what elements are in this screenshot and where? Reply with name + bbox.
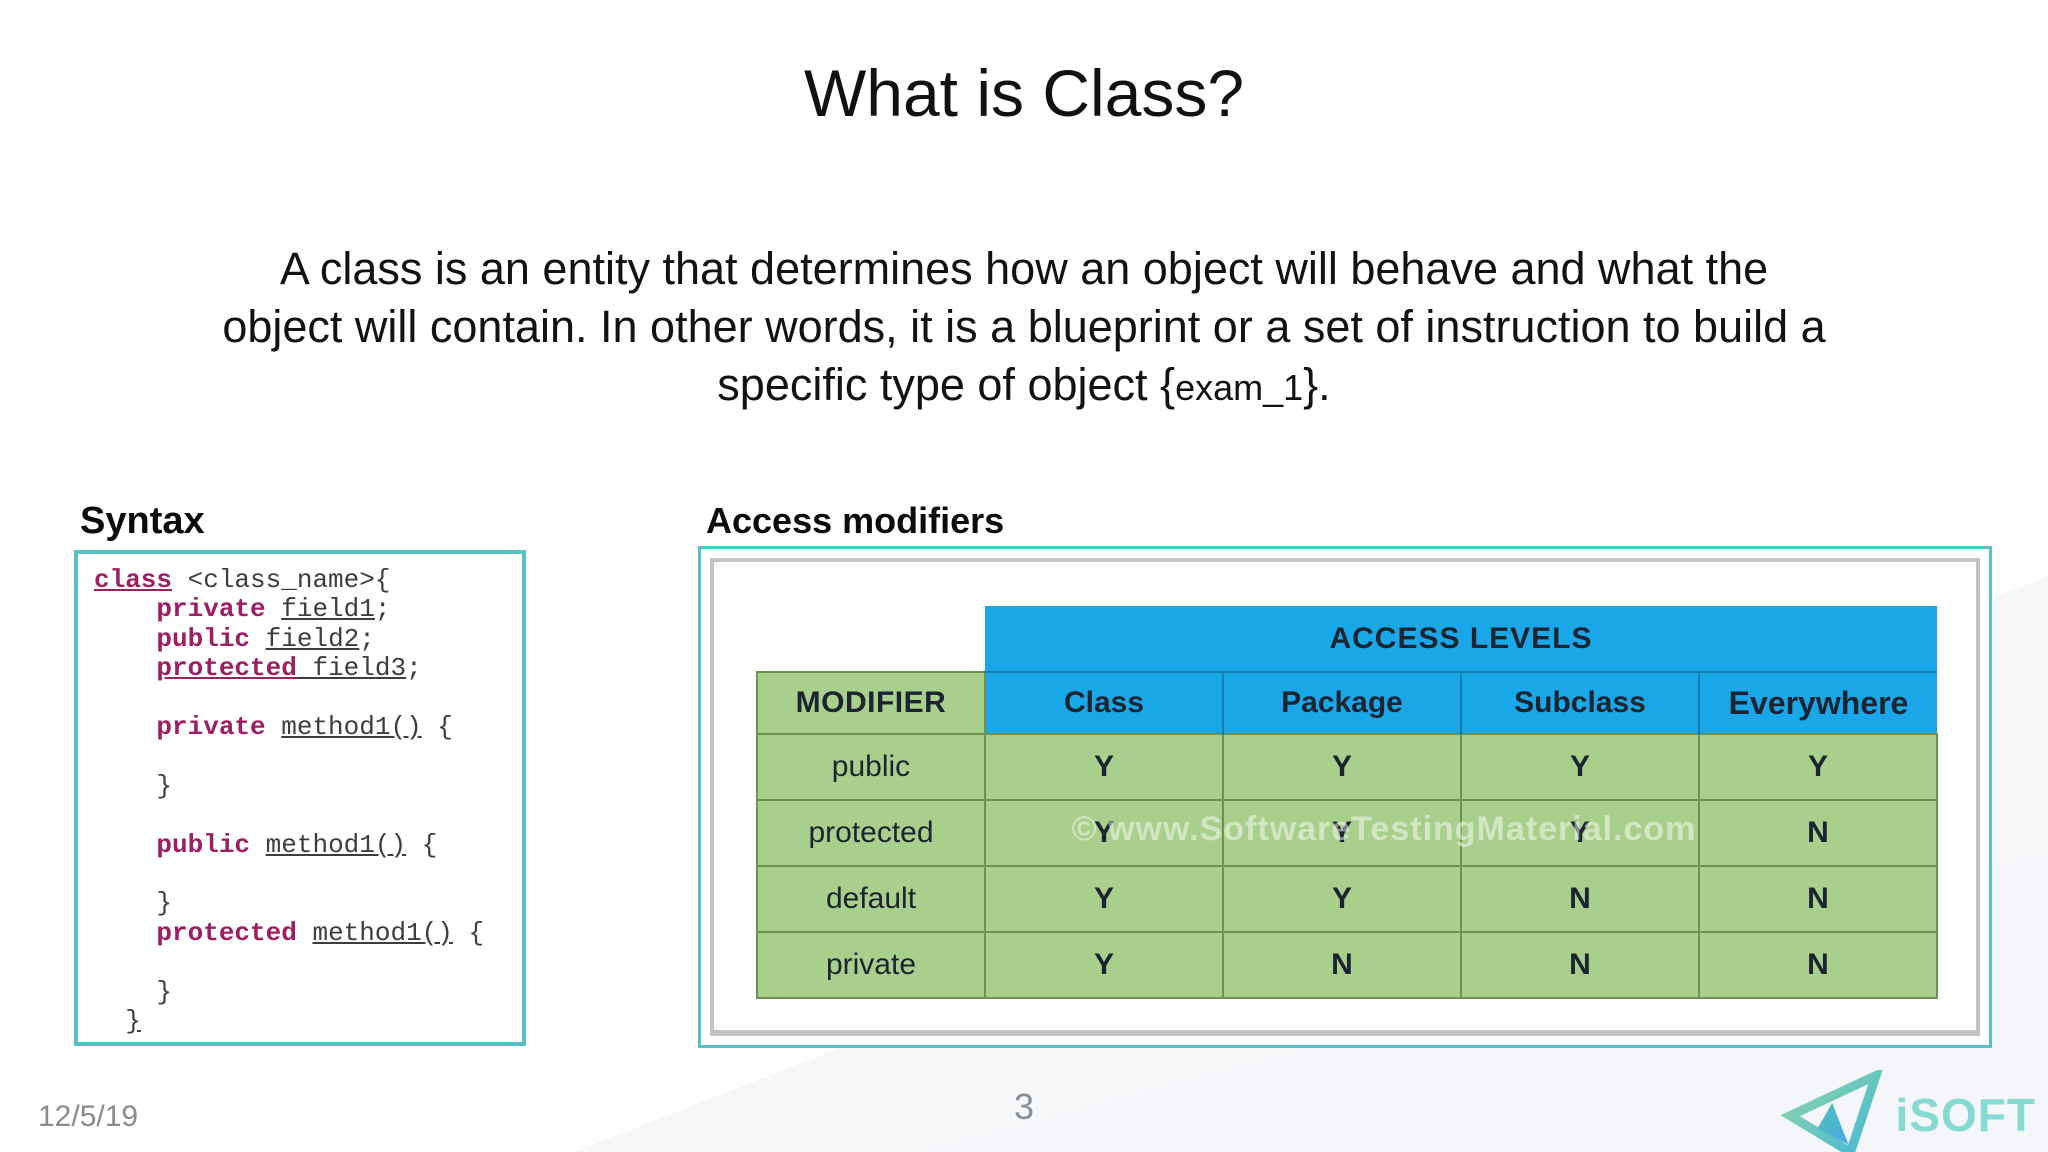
code-text (94, 594, 156, 624)
code-text: ; (406, 653, 422, 684)
access-value-cell: N (1698, 865, 1938, 933)
code-keyword: private (156, 594, 266, 625)
access-value-cell: Y (984, 865, 1224, 933)
code-text: field2 (265, 623, 360, 654)
code-text: ; (374, 594, 391, 625)
access-value-cell: Y (1222, 799, 1462, 867)
paragraph-line: A class is an entity that determines how… (279, 243, 1769, 294)
access-value-cell: N (1698, 799, 1938, 867)
code-keyword: class (94, 565, 173, 595)
code-text (94, 624, 156, 654)
code-keyword: protected (156, 917, 297, 948)
template-placeholder: exam_1 (1175, 367, 1304, 408)
code-line: private method1() { (94, 712, 514, 743)
access-value-cell: Y (1222, 733, 1462, 801)
code-line (94, 801, 514, 830)
column-header-cell: Package (1222, 672, 1461, 734)
code-line: } (94, 976, 514, 1007)
column-header-cell: Subclass (1460, 672, 1699, 734)
code-text (94, 918, 156, 948)
paragraph-text: specific type of object { (717, 359, 1176, 410)
code-text: } (94, 888, 173, 919)
access-value-cell: N (1222, 931, 1462, 999)
intro-paragraph: A class is an entity that determines how… (64, 240, 1984, 417)
syntax-heading: Syntax (80, 500, 205, 542)
code-line: } (94, 770, 514, 801)
code-text: } (94, 770, 173, 801)
paragraph-text: }. (1303, 359, 1331, 410)
column-header-cell: Class (985, 672, 1223, 734)
row-label-cell: public (756, 733, 986, 801)
code-text: <class_name>{ (172, 565, 391, 595)
row-label-cell: private (756, 931, 986, 999)
access-modifiers-heading: Access modifiers (706, 500, 1005, 541)
code-keyword: public (156, 623, 251, 654)
logo-triangle-icon (1778, 1066, 1890, 1152)
isoft-logo: iSOFT (1778, 1066, 2036, 1152)
code-text (297, 918, 313, 948)
access-value-cell: Y (984, 931, 1224, 999)
row-label-cell: default (756, 865, 986, 933)
access-value-cell: Y (1460, 733, 1700, 801)
code-text: { (452, 917, 485, 948)
code-keyword: protected (156, 653, 297, 684)
access-levels-header-cell: ACCESS LEVELS (985, 606, 1937, 673)
code-text: field3 (296, 653, 407, 684)
code-text (266, 712, 282, 742)
code-text: } (125, 1006, 141, 1037)
slide-title: What is Class? (803, 56, 1245, 130)
code-text (94, 712, 156, 742)
access-value-cell: Y (984, 733, 1224, 801)
column-header-cell: Everywhere (1698, 672, 1937, 734)
code-text: method1() (312, 917, 453, 948)
code-line (94, 948, 514, 977)
access-value-cell: Y (1222, 865, 1462, 933)
syntax-code-box: class <class_name>{ private field1; publ… (74, 550, 526, 1046)
footer-date: 12/5/19 (38, 1100, 139, 1133)
access-value-cell: N (1460, 931, 1700, 999)
code-keyword: public (156, 829, 251, 860)
code-line: } (94, 1006, 514, 1037)
modifier-header-cell: MODIFIER (756, 671, 986, 735)
code-text: { (406, 829, 438, 860)
code-line: protected method1() { (94, 917, 514, 948)
code-line: private field1; (94, 595, 514, 624)
access-value-cell: N (1698, 931, 1938, 999)
code-line: public method1() { (94, 829, 514, 860)
code-text (250, 624, 266, 654)
code-line (94, 684, 514, 713)
code-line (94, 742, 514, 771)
code-text (266, 594, 282, 624)
code-text (94, 1006, 125, 1036)
code-text (250, 830, 266, 860)
access-value-cell: Y (1698, 733, 1938, 801)
access-value-cell: Y (1460, 799, 1700, 867)
access-value-cell: Y (984, 799, 1224, 867)
code-text: method1() (265, 829, 407, 860)
code-text (94, 653, 156, 683)
code-text: } (94, 976, 173, 1007)
code-line: class <class_name>{ (94, 565, 514, 595)
code-text: method1() (281, 712, 422, 743)
logo-text: iSOFT (1895, 1088, 2036, 1141)
code-line: protected field3; (94, 654, 514, 683)
code-text: ; (359, 623, 375, 654)
code-text: { (421, 712, 453, 743)
paragraph-line: object will contain. In other words, it … (222, 301, 1826, 352)
code-text (94, 830, 156, 860)
code-line (94, 860, 514, 889)
page-number: 3 (1013, 1086, 1035, 1127)
paragraph-line: specific type of object {exam_1}. (717, 359, 1330, 410)
code-keyword: private (156, 712, 266, 743)
table-corner-spacer (757, 606, 985, 672)
access-value-cell: N (1460, 865, 1700, 933)
row-label-cell: protected (756, 799, 986, 867)
code-line: } (94, 889, 514, 918)
code-line: public field2; (94, 623, 514, 654)
code-text: field1 (281, 594, 375, 625)
